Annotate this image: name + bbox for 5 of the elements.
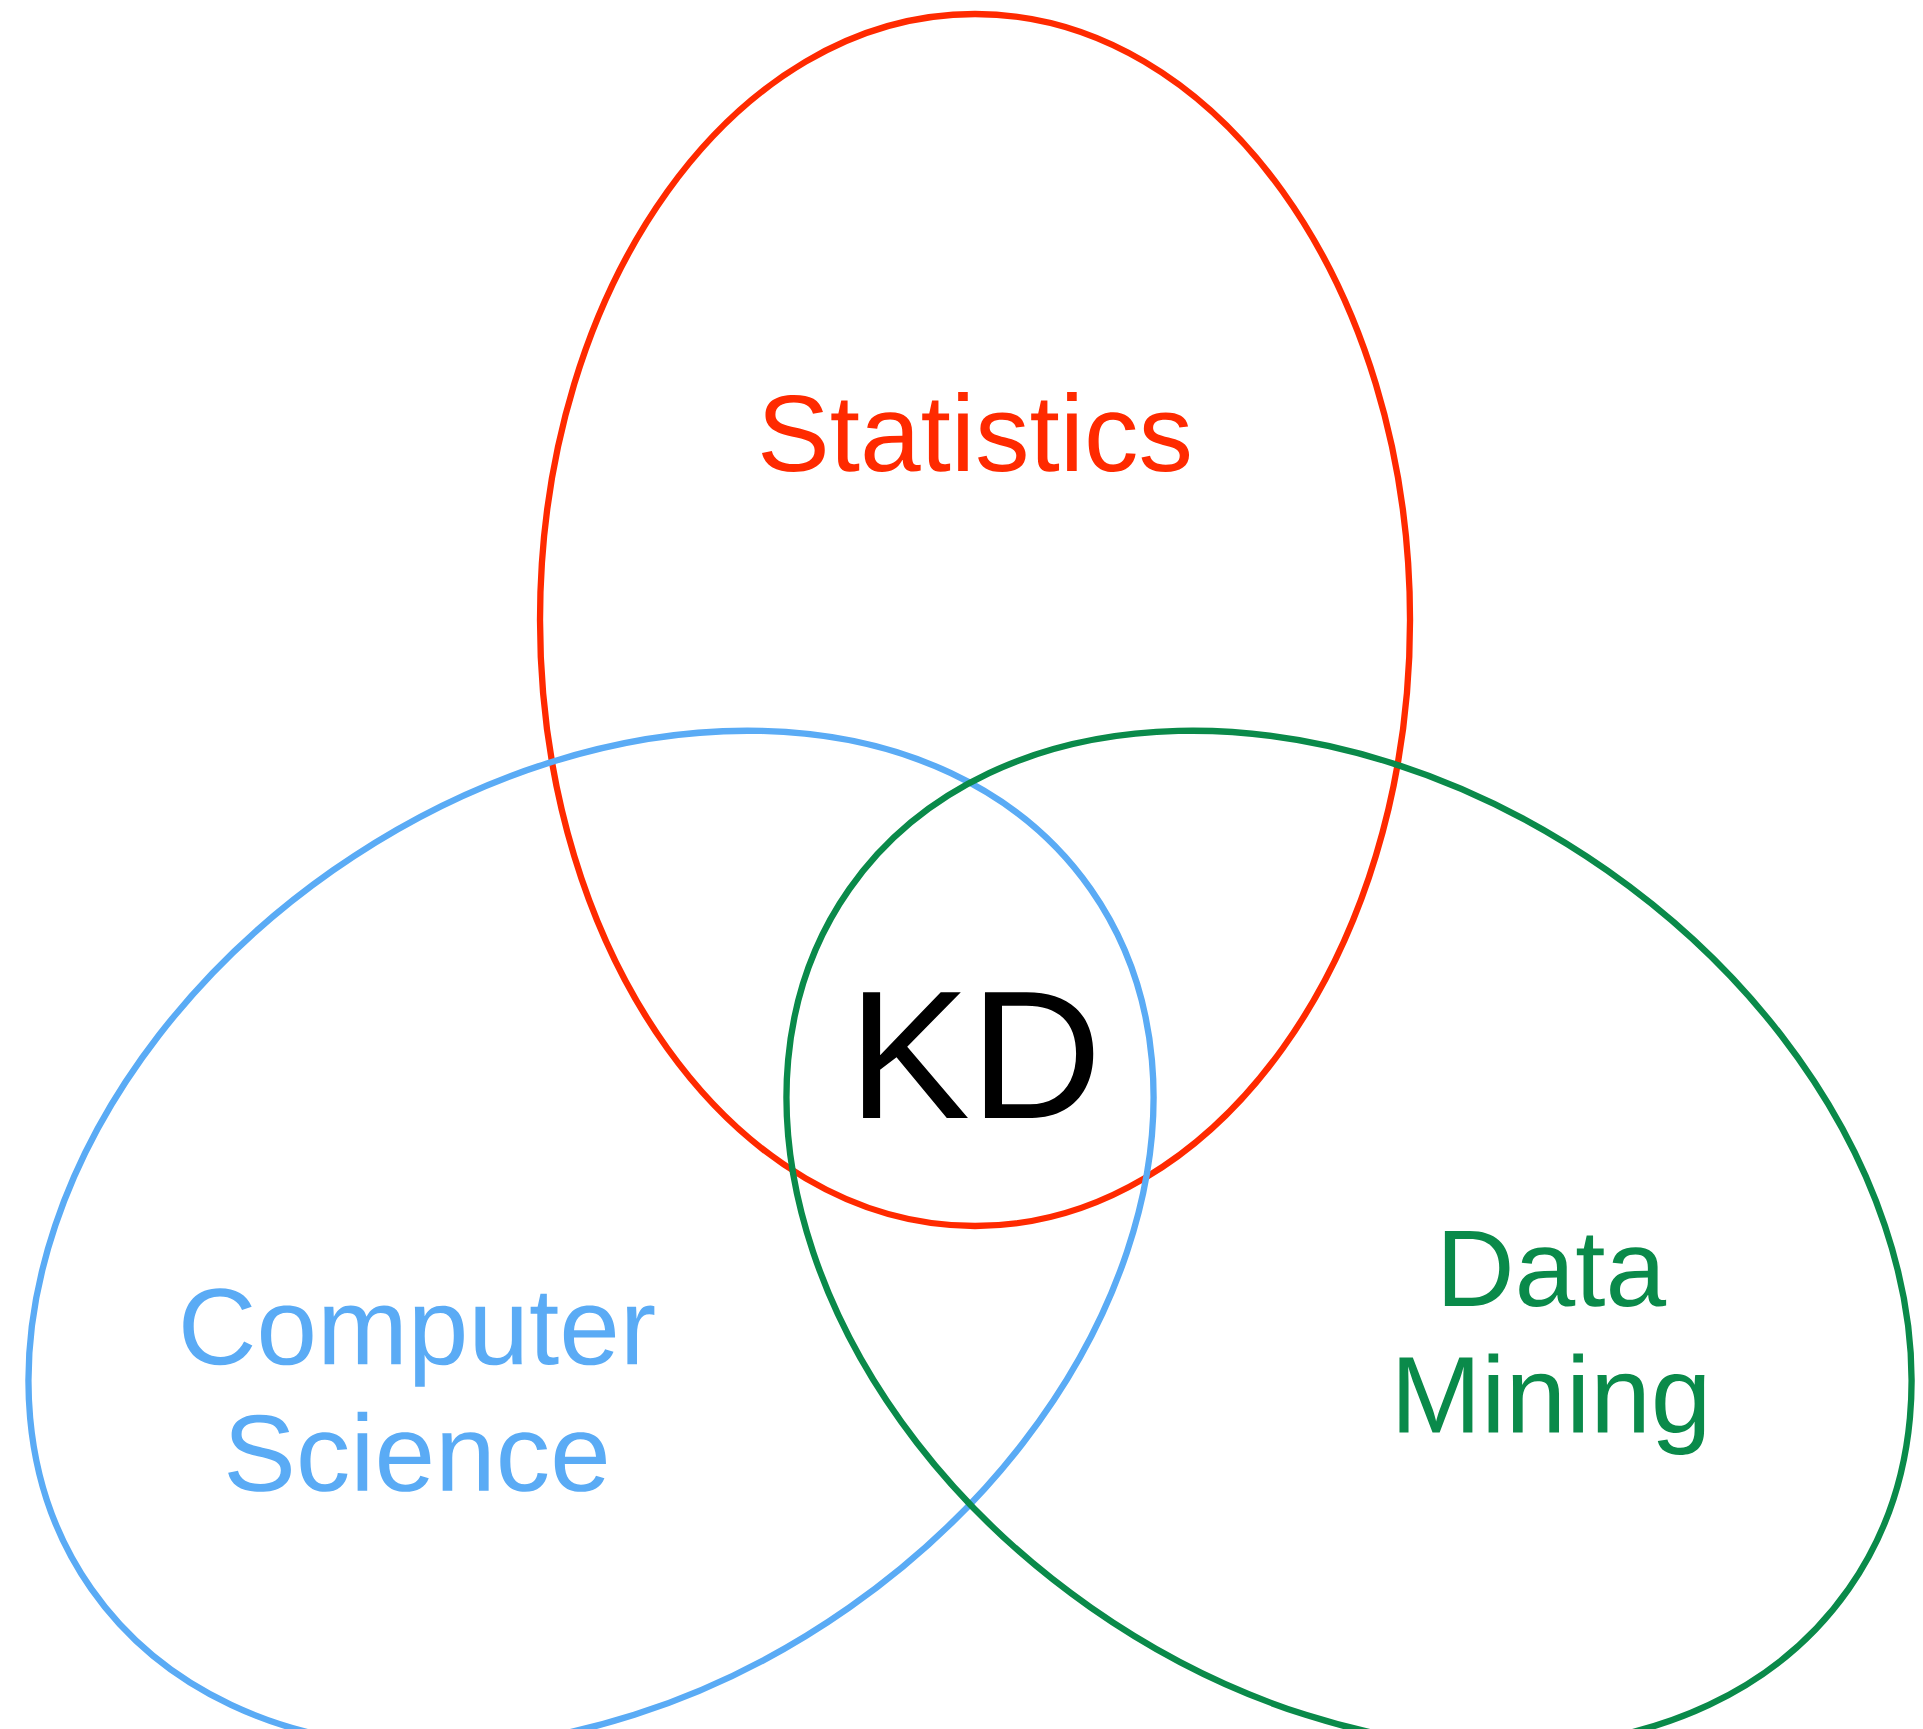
ellipse-label: Statistics [762, 391, 1190, 472]
center-label: KD [863, 992, 1094, 1118]
ellipse-label: Data Mining [1399, 1230, 1705, 1456]
ellipse-label: Computer Science [183, 1288, 655, 1492]
ellipse [536, 10, 1414, 1230]
